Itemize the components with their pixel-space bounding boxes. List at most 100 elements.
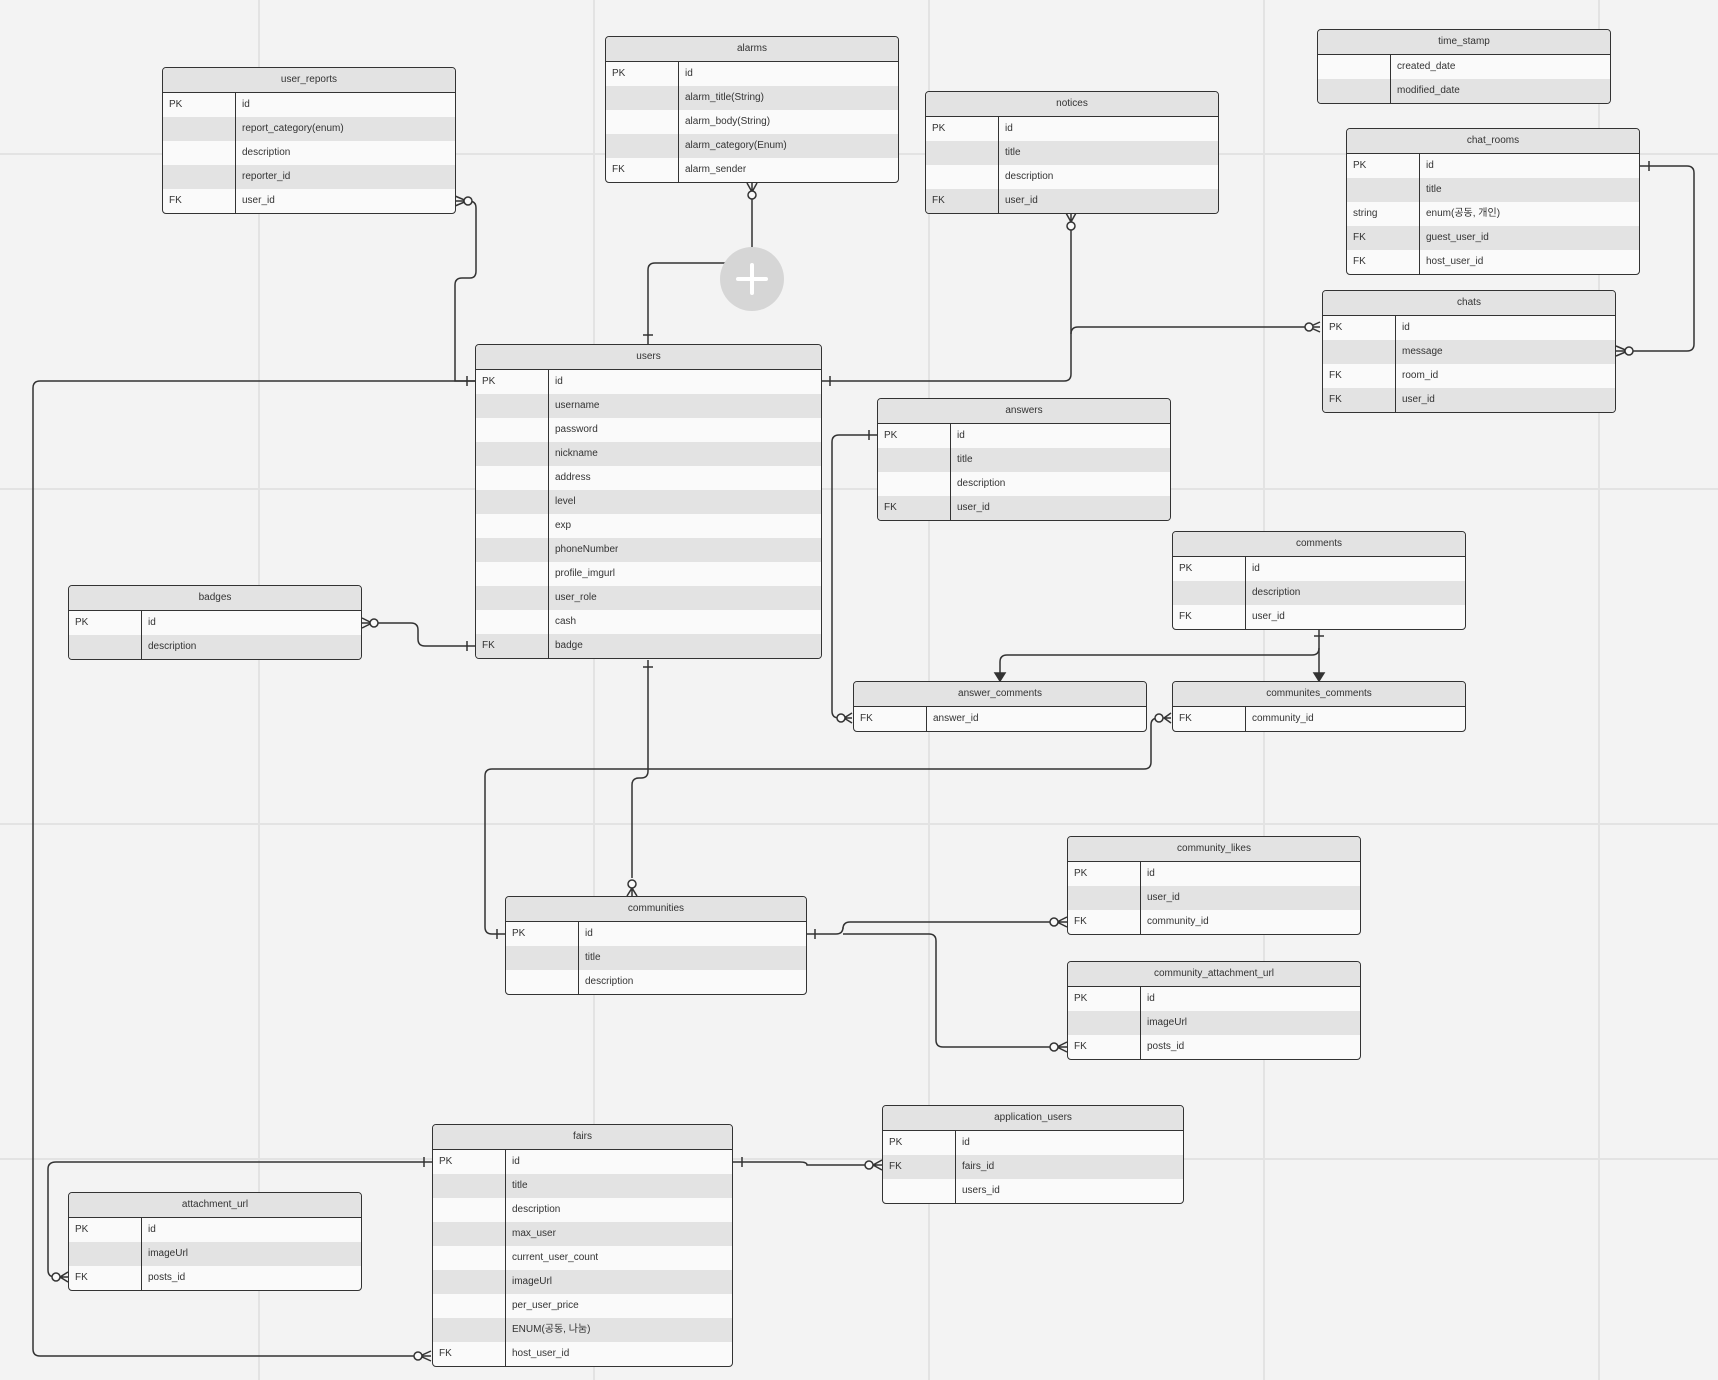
table-row[interactable]: username (476, 394, 821, 418)
table-row[interactable]: title (878, 448, 1170, 472)
table-row[interactable]: level (476, 490, 821, 514)
table-row[interactable]: profile_imgurl (476, 562, 821, 586)
table-title[interactable]: chats (1323, 291, 1615, 316)
table-row[interactable]: description (163, 141, 455, 165)
table-row[interactable]: alarm_category(Enum) (606, 134, 898, 158)
table-row[interactable]: current_user_count (433, 1246, 732, 1270)
table-row[interactable]: message (1323, 340, 1615, 364)
table-row[interactable]: title (506, 946, 806, 970)
table-row[interactable]: address (476, 466, 821, 490)
table-title[interactable]: communities (506, 897, 806, 922)
table-title[interactable]: attachment_url (69, 1193, 361, 1218)
table-title[interactable]: community_likes (1068, 837, 1360, 862)
table-row[interactable]: per_user_price (433, 1294, 732, 1318)
table-row[interactable]: created_date (1318, 55, 1610, 79)
table-title[interactable]: answer_comments (854, 682, 1146, 707)
table-row[interactable]: description (69, 635, 361, 659)
table-row[interactable]: reporter_id (163, 165, 455, 189)
table-title[interactable]: application_users (883, 1106, 1183, 1131)
table-row[interactable]: description (926, 165, 1218, 189)
table-row[interactable]: users_id (883, 1179, 1183, 1203)
table-row[interactable]: user_id (1068, 886, 1360, 910)
table-row[interactable]: title (1347, 178, 1639, 202)
table-row[interactable]: alarm_body(String) (606, 110, 898, 134)
table-title[interactable]: fairs (433, 1125, 732, 1150)
table-row[interactable]: cash (476, 610, 821, 634)
table-row[interactable]: alarm_title(String) (606, 86, 898, 110)
table-title[interactable]: users (476, 345, 821, 370)
table-title[interactable]: notices (926, 92, 1218, 117)
table-row[interactable]: description (1173, 581, 1465, 605)
table-title[interactable]: badges (69, 586, 361, 611)
table-title[interactable]: community_attachment_url (1068, 962, 1360, 987)
table-row[interactable]: phoneNumber (476, 538, 821, 562)
table-row[interactable]: report_category(enum) (163, 117, 455, 141)
table-title[interactable]: time_stamp (1318, 30, 1610, 55)
table-row[interactable]: imageUrl (1068, 1011, 1360, 1035)
table-row[interactable]: max_user (433, 1222, 732, 1246)
table-title[interactable]: alarms (606, 37, 898, 62)
table-title[interactable]: user_reports (163, 68, 455, 93)
table-row[interactable]: imageUrl (433, 1270, 732, 1294)
table-row[interactable]: title (926, 141, 1218, 165)
add-button[interactable] (720, 247, 784, 311)
table-title[interactable]: comments (1173, 532, 1465, 557)
table-row[interactable]: description (433, 1198, 732, 1222)
table-row[interactable]: exp (476, 514, 821, 538)
table-title[interactable]: answers (878, 399, 1170, 424)
table-row[interactable]: modified_date (1318, 79, 1610, 103)
table-row[interactable]: title (433, 1174, 732, 1198)
table-title[interactable]: chat_rooms (1347, 129, 1639, 154)
table-row[interactable]: nickname (476, 442, 821, 466)
table-row[interactable]: ENUM(공동, 나눔) (433, 1318, 732, 1342)
table-row[interactable]: description (878, 472, 1170, 496)
